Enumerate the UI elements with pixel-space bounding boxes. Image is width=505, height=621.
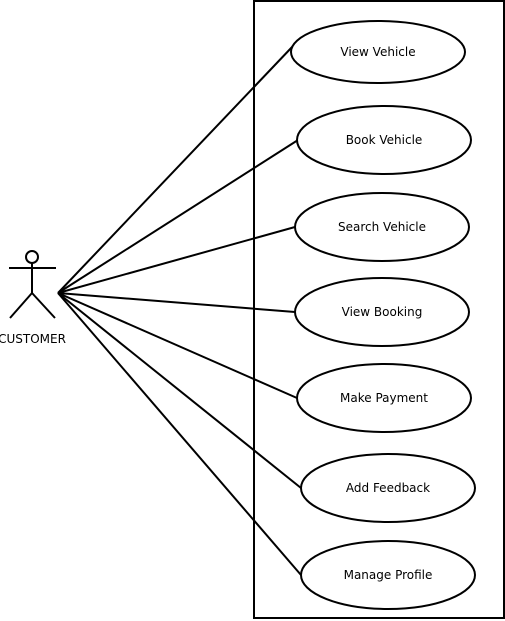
use-case-view-vehicle: View Vehicle — [290, 20, 466, 84]
actor-right-leg — [31, 292, 56, 319]
use-case-label: Book Vehicle — [346, 133, 423, 147]
association-view-booking — [57, 292, 296, 313]
use-case-shape — [294, 192, 470, 262]
use-case-shape — [300, 540, 476, 610]
associations — [57, 45, 302, 576]
actor-left-leg — [9, 292, 33, 319]
actor-customer: CUSTOMER — [0, 250, 66, 346]
association-add-feedback — [57, 292, 302, 489]
use-case-label: Add Feedback — [346, 481, 430, 495]
use-case-label: Manage Profile — [344, 568, 433, 582]
use-case-label: View Booking — [342, 305, 423, 319]
use-case-search-vehicle: Search Vehicle — [294, 192, 470, 262]
use-case-label: View Vehicle — [340, 45, 415, 59]
use-case-book-vehicle: Book Vehicle — [296, 105, 472, 175]
use-case-shape — [294, 277, 470, 347]
use-case-make-payment: Make Payment — [296, 363, 472, 433]
use-case-shape — [296, 363, 472, 433]
use-case-label: Make Payment — [340, 391, 428, 405]
association-manage-profile — [57, 292, 302, 576]
use-case-view-booking: View Booking — [294, 277, 470, 347]
actor-head — [25, 250, 39, 264]
use-case-shape — [290, 20, 466, 84]
association-book-vehicle — [57, 139, 299, 294]
use-case-shape — [296, 105, 472, 175]
use-case-shape — [300, 453, 476, 523]
use-case-manage-profile: Manage Profile — [300, 540, 476, 610]
use-case-label: Search Vehicle — [338, 220, 426, 234]
association-view-vehicle — [57, 45, 294, 294]
association-search-vehicle — [57, 226, 296, 294]
actor-label: CUSTOMER — [0, 332, 66, 346]
association-make-payment — [57, 292, 298, 399]
use-case-add-feedback: Add Feedback — [300, 453, 476, 523]
